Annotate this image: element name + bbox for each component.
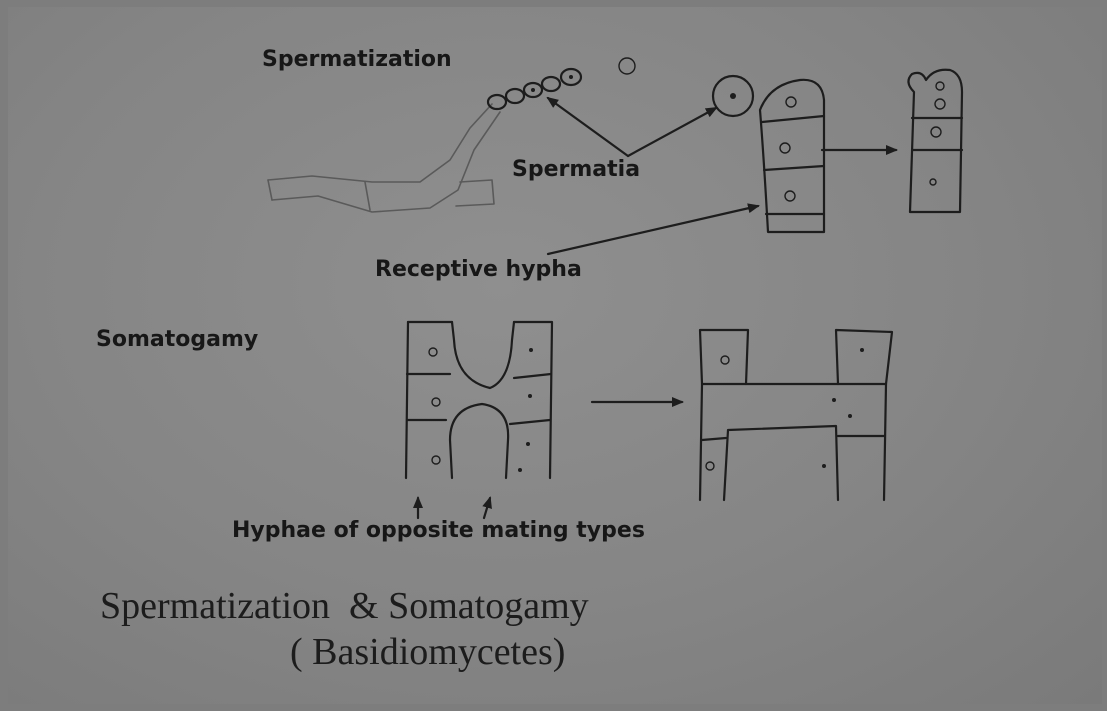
arrow-hypha-right [484, 498, 490, 518]
spermatium-cell [713, 76, 753, 116]
fused-hypha [908, 70, 962, 212]
arrow-to-spermatia-chain [548, 98, 628, 156]
arrow-to-spermatium [628, 108, 716, 156]
label-receptive-hypha: Receptive hypha [375, 257, 582, 282]
caption-title: Spermatization & Somatogamy [100, 585, 589, 627]
receptive-hypha [760, 80, 824, 232]
label-hyphae-opposite-mating-types: Hyphae of opposite mating types [232, 518, 645, 543]
hyphae-before-fusion [406, 322, 552, 478]
label-spermatization: Spermatization [262, 47, 452, 72]
label-somatogamy: Somatogamy [96, 327, 258, 352]
label-spermatia: Spermatia [512, 157, 640, 182]
arrow-to-receptive-hypha [548, 206, 758, 254]
caption-subtitle: ( Basidiomycetes) [290, 631, 565, 673]
spermatia-chain [488, 69, 581, 109]
free-spermatium [619, 58, 635, 74]
spermatiophore-hypha [268, 104, 500, 212]
hyphae-after-fusion [700, 330, 892, 500]
